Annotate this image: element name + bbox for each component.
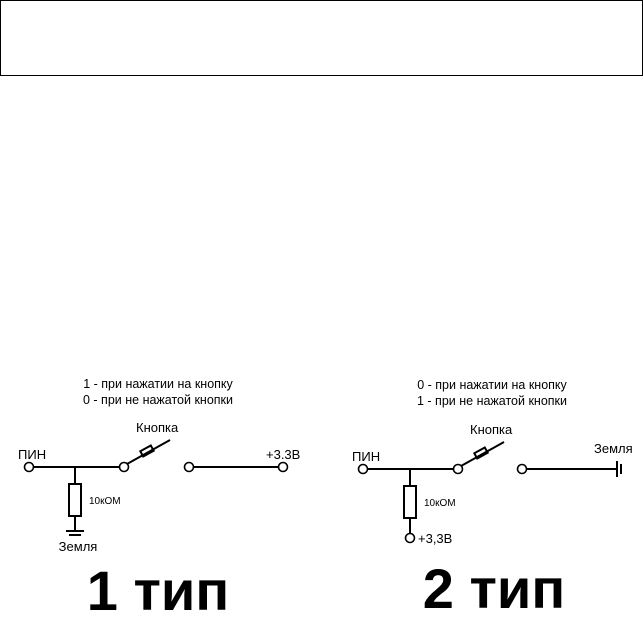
panel2-switch-contact-right [516, 463, 528, 475]
panel1-pin-label: ПИН [18, 447, 46, 462]
panel2-supply-terminal [404, 532, 416, 544]
panel2-button-label: Кнопка [470, 422, 513, 437]
panel1-switch-actuator [138, 444, 156, 458]
panel2-switch-actuator [472, 446, 490, 460]
panel2-ground-label: Земля [594, 441, 633, 456]
panel1-resistor [68, 483, 82, 517]
panel2-note-line1: 0 - при нажатии на кнопку [417, 378, 567, 392]
panel2-note-line2: 1 - при не нажатой кнопки [417, 394, 567, 408]
panel1-ground-label: Земля [59, 539, 98, 554]
panel2-title: 2 тип [423, 557, 565, 620]
panel1-supply-label: +3.3В [266, 447, 300, 462]
panel1-button-label: Кнопка [136, 420, 179, 435]
panel1-switch-contact-left [118, 461, 130, 473]
panel2-switch-contact-left [452, 463, 464, 475]
panel2-supply-label: +3,3В [418, 531, 452, 546]
panel1-resistor-label: 10кОМ [89, 496, 121, 507]
panel1-pin-terminal [23, 461, 35, 473]
panel1-note-line2: 0 - при не нажатой кнопки [83, 393, 233, 407]
panel1-supply-terminal [277, 461, 289, 473]
panel-type-1: 1 - при нажатии на кнопку 0 - при не наж… [18, 377, 300, 622]
panel2-pin-label: ПИН [352, 449, 380, 464]
panel2-resistor [403, 485, 417, 519]
panel2-resistor-label: 10кОМ [424, 498, 456, 509]
panel1-title: 1 тип [87, 559, 229, 622]
panel2-switch-lever [460, 441, 505, 467]
panel1-switch-lever [126, 439, 171, 465]
panel1-switch-contact-right [183, 461, 195, 473]
panel1-note-line1: 1 - при нажатии на кнопку [83, 377, 233, 391]
panel-type-2: 0 - при нажатии на кнопку 1 - при не наж… [352, 378, 633, 620]
panel2-pin-terminal [357, 463, 369, 475]
